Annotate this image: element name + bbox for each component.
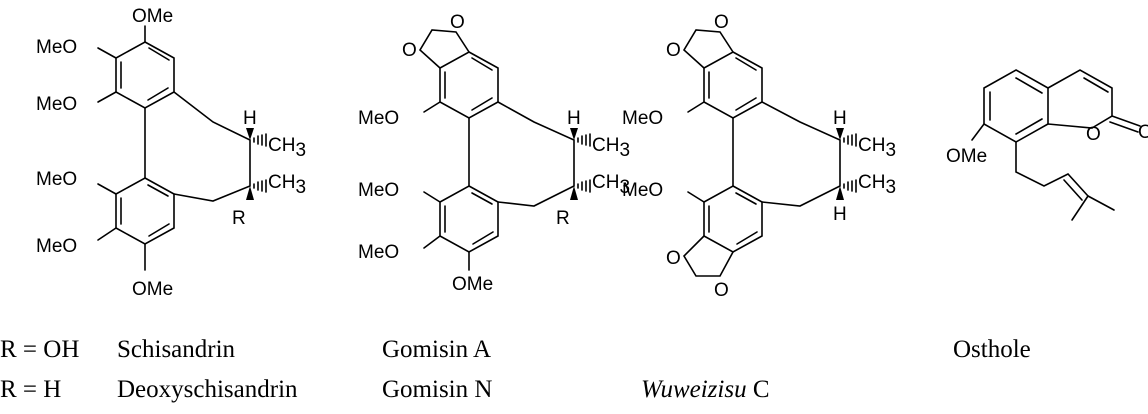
legend-osthole: Osthole	[953, 336, 1031, 363]
label-oxygen: O	[402, 40, 417, 61]
label-ome: OMe	[452, 274, 493, 295]
legend-deoxyschisandrin: Deoxyschisandrin	[117, 376, 298, 403]
label-meo: MeO	[622, 180, 663, 201]
legend-wuweizisu-c: Wuweizisu C	[641, 376, 770, 404]
label-r: R	[556, 208, 570, 229]
structure-osthole: O O OMe	[946, 69, 1148, 221]
label-ome: OMe	[132, 6, 173, 27]
label-meo: MeO	[358, 242, 399, 263]
legend-wuweizisu-italic: Wuweizisu	[641, 376, 747, 403]
label-meo: MeO	[36, 94, 77, 115]
label-ome: OMe	[946, 146, 987, 167]
structure-schisandrin: OMe MeO MeO MeO MeO OMe H CH3 CH3 R	[36, 6, 306, 300]
label-methyl: CH3	[858, 135, 896, 161]
legend-wuweizisu-suffix: C	[746, 376, 770, 403]
label-oxygen: O	[666, 40, 681, 61]
label-h: H	[567, 108, 581, 129]
label-oxygen: O	[714, 280, 729, 301]
label-oxygen: O	[1086, 124, 1101, 145]
label-methyl: CH3	[592, 172, 630, 198]
label-meo: MeO	[36, 37, 77, 58]
label-methyl: CH3	[268, 172, 306, 198]
label-h: H	[243, 108, 257, 129]
label-oxygen: O	[1138, 122, 1148, 143]
legend-gomisin-n: Gomisin N	[382, 376, 493, 403]
label-meo: MeO	[358, 108, 399, 129]
legend-r-h: R = H	[0, 376, 62, 403]
label-meo: MeO	[36, 236, 77, 257]
label-meo: MeO	[36, 169, 77, 190]
label-h: H	[833, 204, 847, 225]
legend-gomisin-a: Gomisin A	[382, 336, 492, 363]
legend-r-oh: R = OH	[0, 336, 80, 363]
label-methyl: CH3	[592, 135, 630, 161]
label-h: H	[833, 108, 847, 129]
structure-wuweizisu-c: O O O O MeO MeO H H CH3 CH3	[622, 12, 896, 301]
label-r: R	[232, 208, 246, 229]
legend-schisandrin: Schisandrin	[117, 336, 236, 363]
label-methyl: CH3	[858, 172, 896, 198]
label-ome: OMe	[132, 279, 173, 300]
label-meo: MeO	[358, 180, 399, 201]
label-meo: MeO	[622, 108, 663, 129]
label-oxygen: O	[714, 12, 729, 33]
label-oxygen: O	[450, 12, 465, 33]
label-oxygen: O	[666, 248, 681, 269]
label-methyl: CH3	[268, 135, 306, 161]
structure-gomisin: O O MeO MeO MeO OMe H CH3 CH3 R	[358, 12, 630, 295]
